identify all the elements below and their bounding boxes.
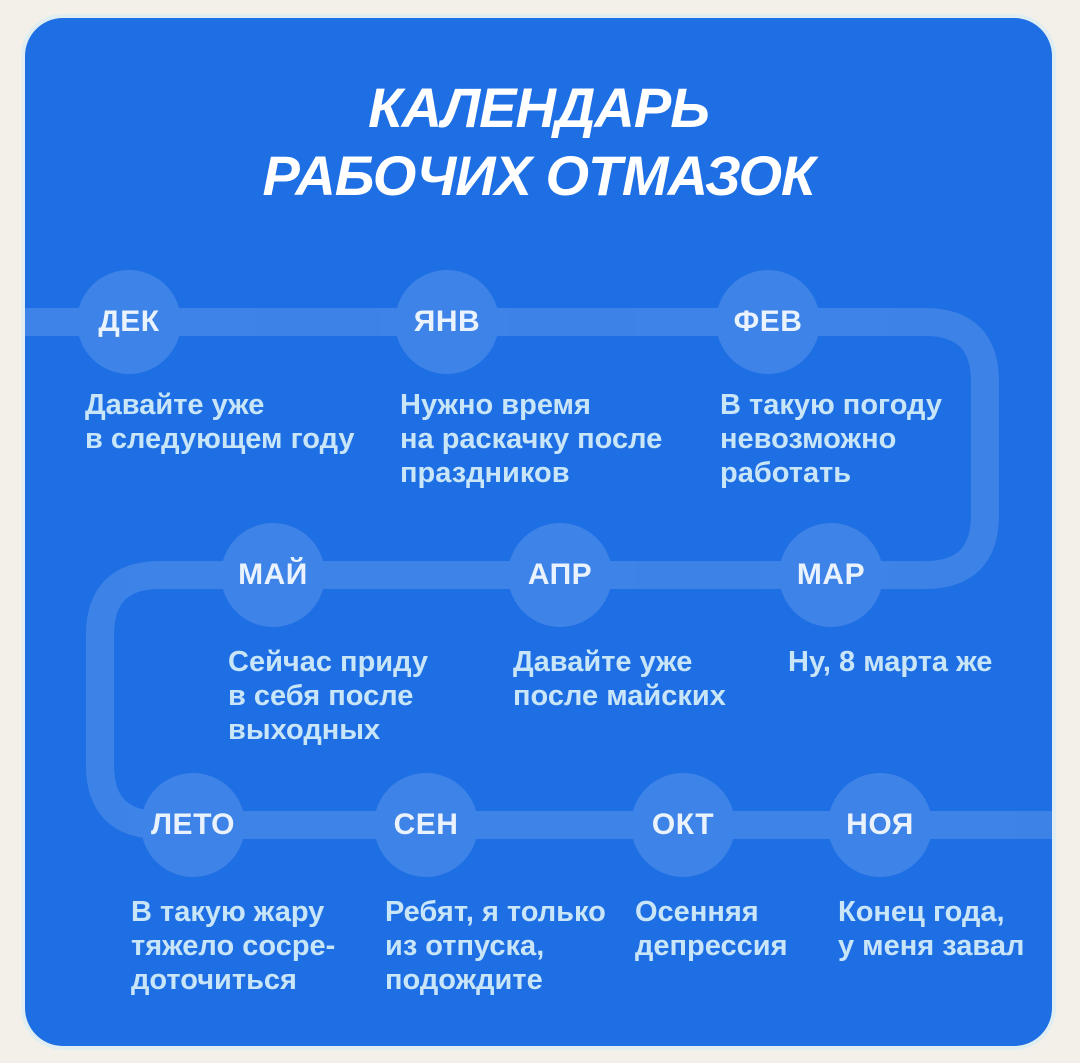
month-label-sep: СЕН xyxy=(393,808,459,841)
month-label-dec: ДЕК xyxy=(98,305,160,338)
timeline-node-may xyxy=(221,523,325,627)
timeline-track-svg xyxy=(25,270,1052,877)
excuse-oct: Осенняя депрессия xyxy=(635,896,788,962)
timeline-node-feb xyxy=(716,270,820,374)
excuse-mar: Ну, 8 марта же xyxy=(788,646,993,678)
calendar-card: КАЛЕНДАРЬ РАБОЧИХ ОТМАЗОК ДЕК ЯНВ ФЕВ МА… xyxy=(25,18,1052,1046)
timeline-node-mar xyxy=(779,523,883,627)
month-label-oct: ОКТ xyxy=(651,808,715,841)
excuse-apr: Давайте уже после майских xyxy=(513,646,726,712)
excuse-sep: Ребят, я только из отпуска, подождите xyxy=(385,896,606,996)
timeline-node-sep xyxy=(374,773,478,877)
month-label-feb: ФЕВ xyxy=(733,305,803,338)
month-label-mar: МАР xyxy=(796,558,866,591)
timeline-node-oct xyxy=(631,773,735,877)
excuse-may: Сейчас приду в себя после выходных xyxy=(228,646,428,746)
excuse-jan: Нужно время на раскачку после праздников xyxy=(400,389,663,489)
timeline-track-group xyxy=(25,270,1052,877)
title-line-2: РАБОЧИХ ОТМАЗОК xyxy=(262,144,816,207)
page-title: КАЛЕНДАРЬ РАБОЧИХ ОТМАЗОК xyxy=(25,74,1052,210)
excuse-feb: В такую погоду невозможно работать xyxy=(720,389,942,489)
month-label-jan: ЯНВ xyxy=(413,305,481,338)
month-label-apr: АПР xyxy=(527,558,593,591)
timeline-node-apr xyxy=(508,523,612,627)
excuse-dec: Давайте уже в следующем году xyxy=(85,389,355,455)
title-line-1: КАЛЕНДАРЬ xyxy=(368,76,710,139)
timeline-node-jan xyxy=(395,270,499,374)
excuse-nov: Конец года, у меня завал xyxy=(838,896,1025,962)
excuse-summer: В такую жару тяжело сосре- доточиться xyxy=(131,896,336,996)
month-label-nov: НОЯ xyxy=(846,808,914,841)
month-label-summer: ЛЕТО xyxy=(151,808,235,841)
timeline-node-summer xyxy=(141,773,245,877)
timeline-track-path xyxy=(25,308,1052,839)
timeline-node-nov xyxy=(828,773,932,877)
timeline-node-dec xyxy=(77,270,181,374)
month-label-may: МАЙ xyxy=(238,558,308,591)
